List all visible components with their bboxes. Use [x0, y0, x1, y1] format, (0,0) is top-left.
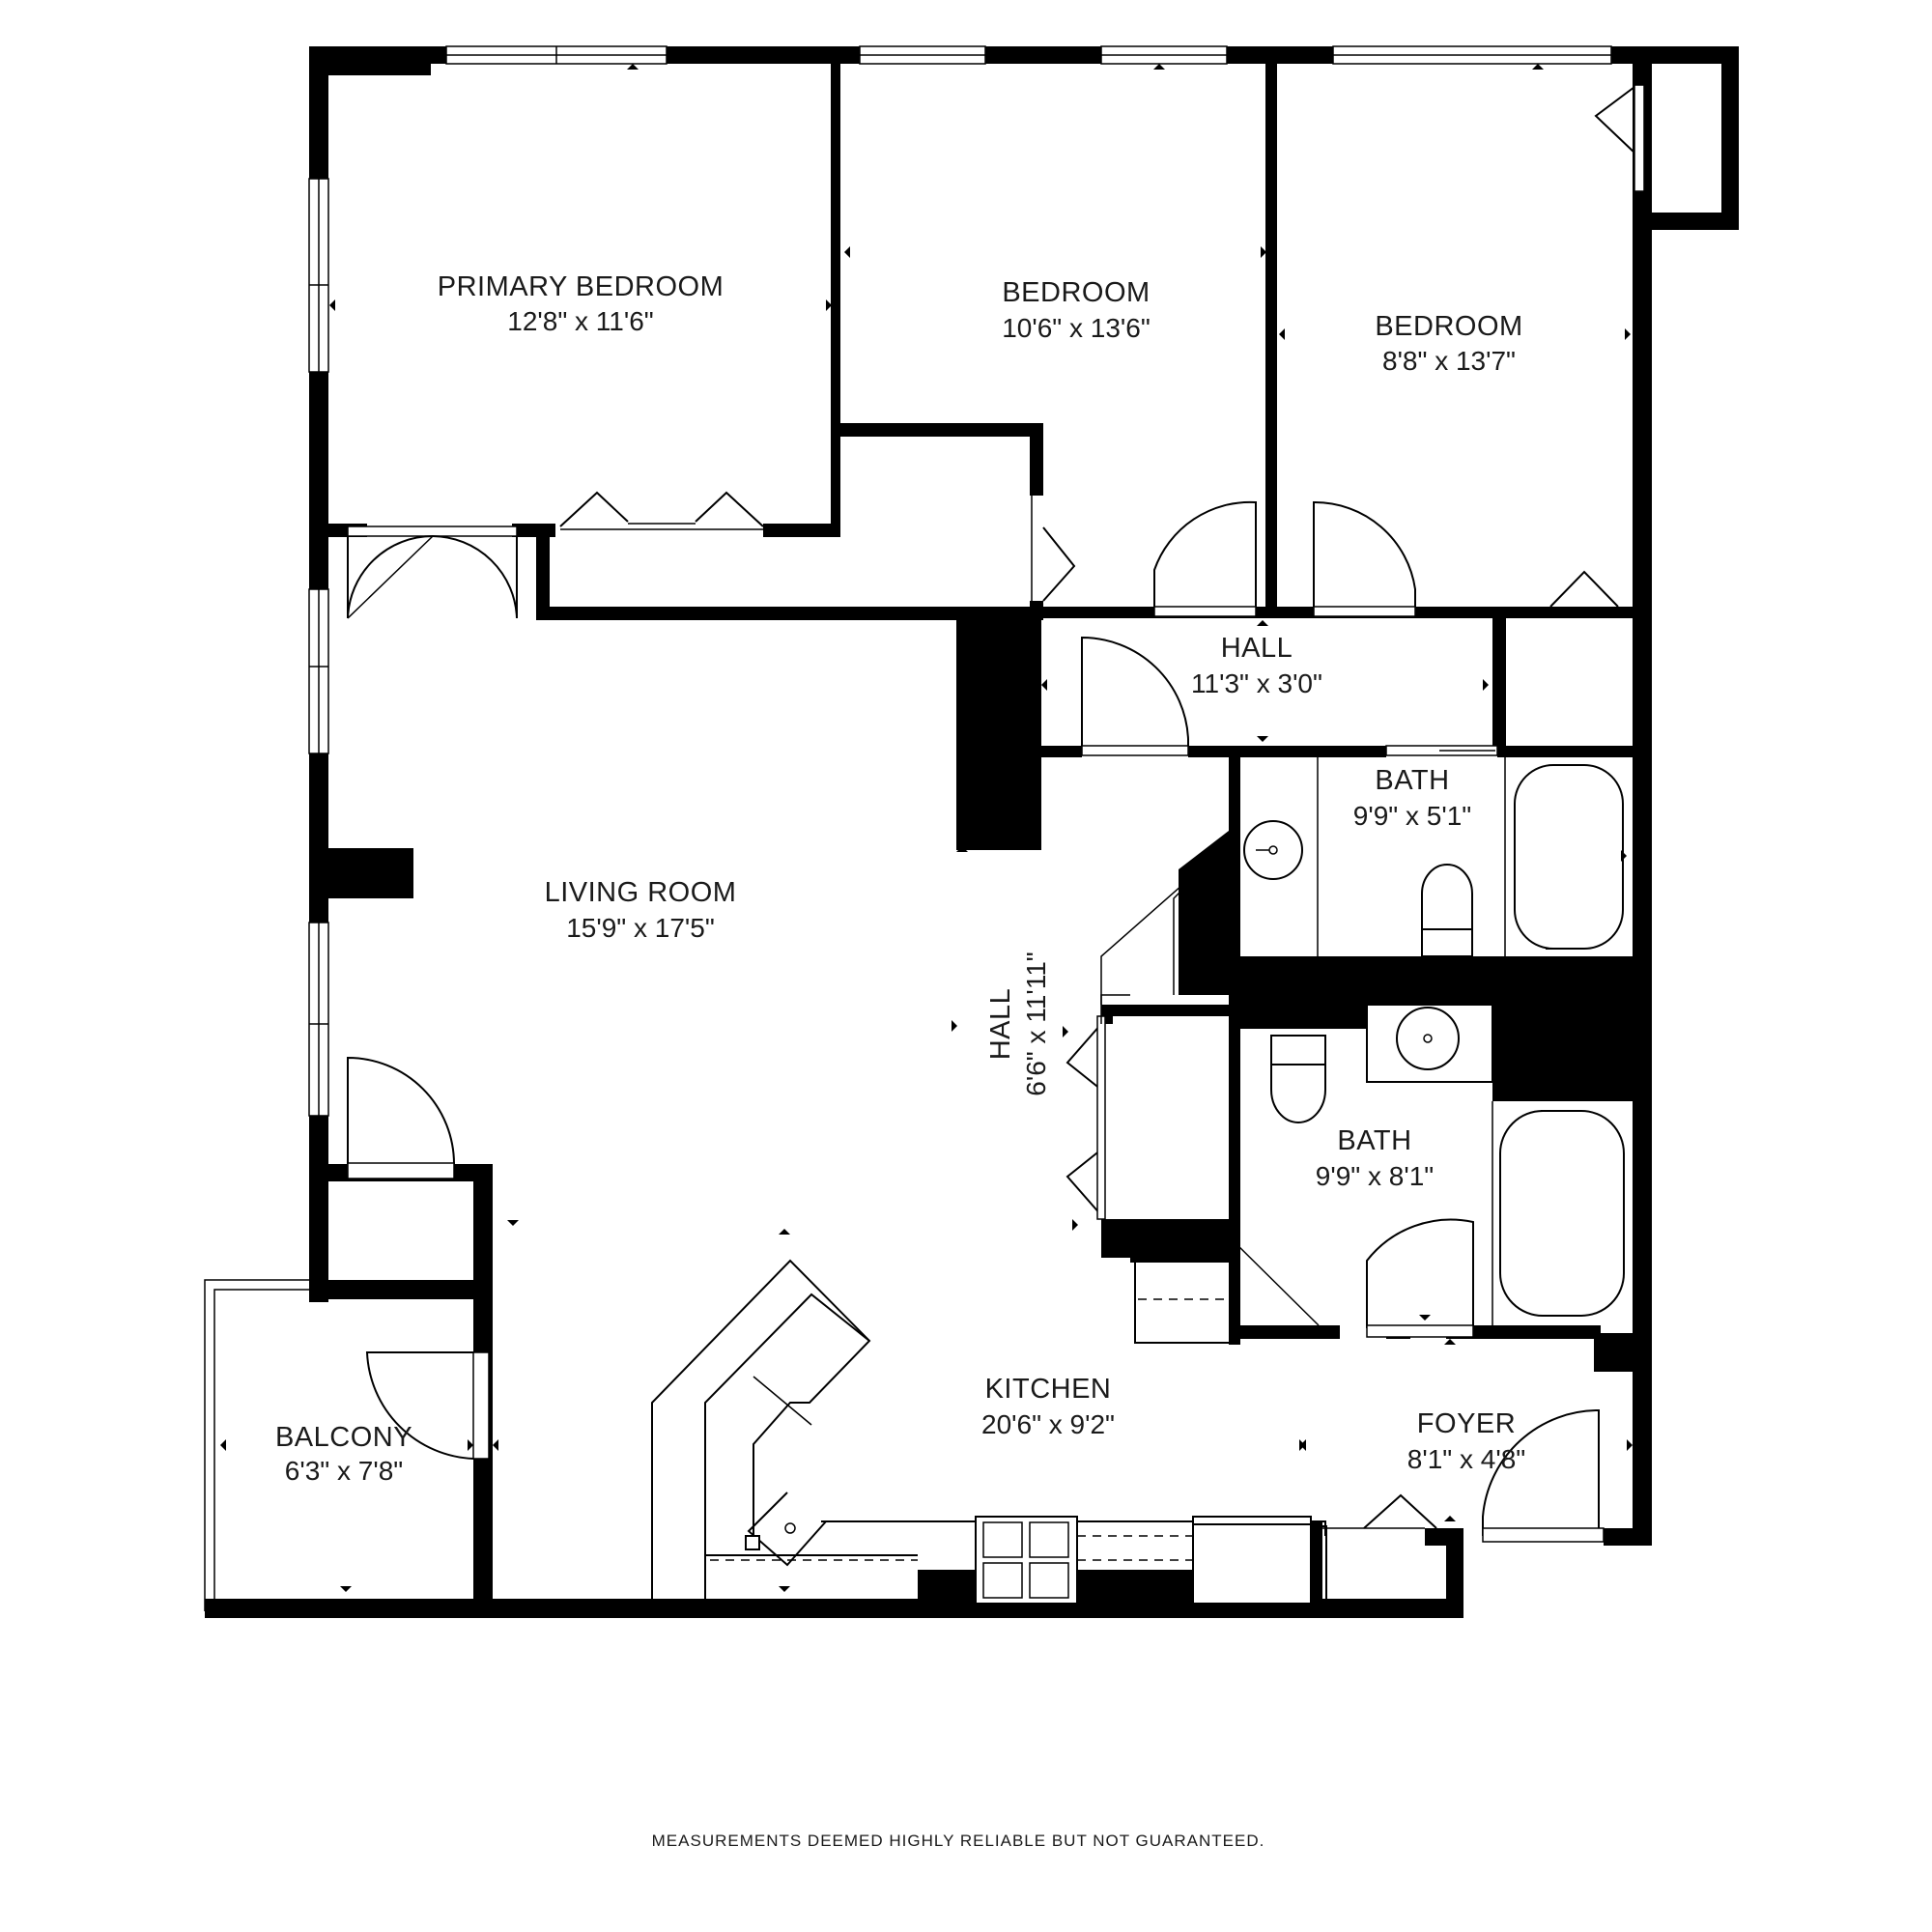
foyer-name: FOYER: [1417, 1408, 1516, 1439]
living-room-dims: 15'9" x 17'5": [566, 913, 715, 943]
bath-upper-name: BATH: [1375, 765, 1449, 796]
bedroom-3-dims: 8'8" x 13'7": [1382, 346, 1516, 376]
hall-upper-name: HALL: [1221, 633, 1293, 664]
windows: [308, 45, 1612, 1117]
hall-vertical-dims: 6'6" x 11'11": [1021, 952, 1051, 1095]
interior-walls: [328, 64, 1633, 1345]
bath-lower-dims: 9'9" x 8'1": [1316, 1161, 1434, 1191]
primary-bedroom-name: PRIMARY BEDROOM: [438, 271, 724, 302]
doors: [347, 84, 1645, 1543]
balcony-name: BALCONY: [275, 1422, 412, 1453]
hall-vertical-name: HALL: [985, 988, 1016, 1061]
step-details: [1100, 849, 1320, 1344]
disclaimer-text: MEASUREMENTS DEEMED HIGHLY RELIABLE BUT …: [652, 1832, 1265, 1850]
bedroom-2-dims: 10'6" x 13'6": [1002, 313, 1151, 343]
living-room-name: LIVING ROOM: [545, 877, 737, 908]
dimension-markers: [220, 64, 1633, 1592]
balcony-railing: [204, 1279, 309, 1611]
room-labels: PRIMARY BEDROOM 12'8" x 11'6" BEDROOM 10…: [275, 271, 1525, 1486]
primary-bedroom-dims: 12'8" x 11'6": [507, 306, 653, 336]
kitchen-name: KITCHEN: [985, 1374, 1112, 1405]
balcony-dims: 6'3" x 7'8": [285, 1456, 403, 1486]
bedroom-3-name: BEDROOM: [1375, 311, 1522, 342]
kitchen-dims: 20'6" x 9'2": [981, 1409, 1115, 1439]
bath-upper-dims: 9'9" x 5'1": [1353, 801, 1471, 831]
bath-lower-name: BATH: [1337, 1125, 1411, 1156]
kitchen-fixtures: [651, 1259, 1327, 1605]
foyer-dims: 8'1" x 4'8": [1407, 1444, 1525, 1474]
hall-upper-dims: 11'3" x 3'0": [1191, 668, 1322, 698]
bath-fixtures: [1243, 757, 1625, 1325]
bedroom-2-name: BEDROOM: [1002, 277, 1150, 308]
